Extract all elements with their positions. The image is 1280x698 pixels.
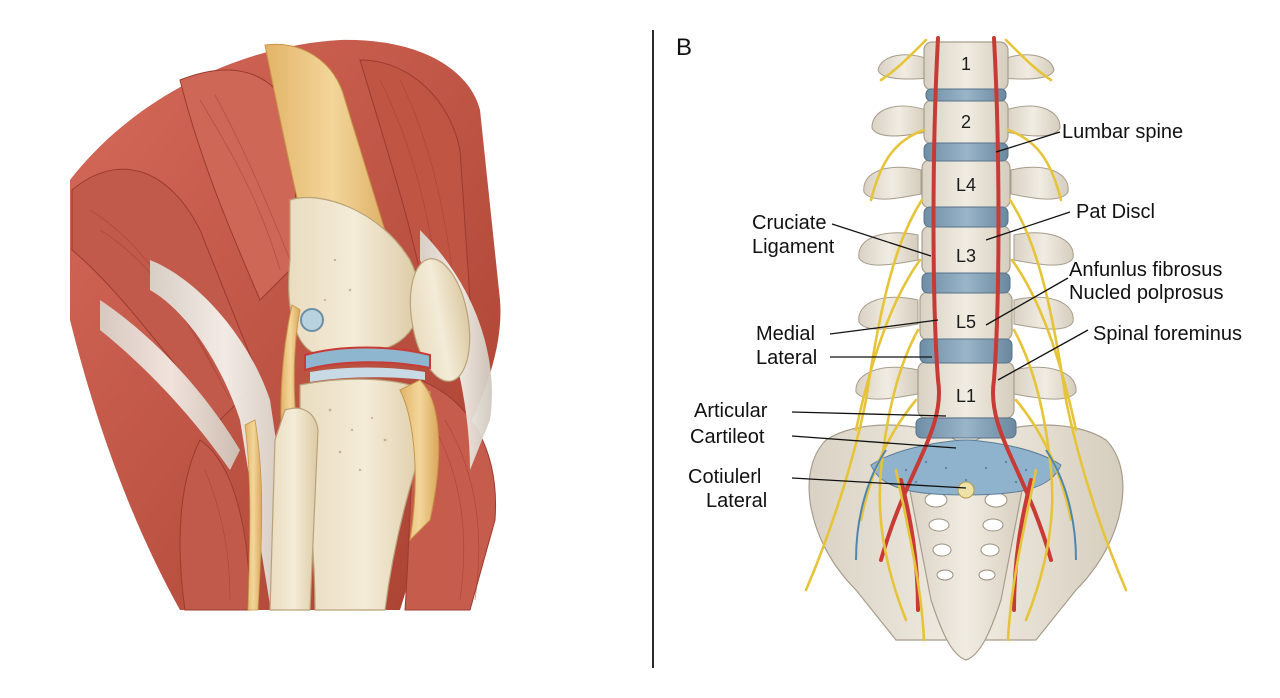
fibula [269, 407, 319, 611]
vertebra-label-l4: L4 [956, 175, 976, 195]
knee-illustration-panel [70, 39, 501, 611]
veins [855, 449, 1077, 561]
vertebra-label-2: 2 [961, 112, 971, 132]
label-pat-discl: Pat Discl [1076, 201, 1155, 223]
label-ligament: Ligament [752, 236, 835, 258]
label-cruciate: Cruciate [752, 212, 826, 234]
bone-texture [323, 258, 387, 472]
joint-meniscus [304, 346, 431, 372]
spine-diagram: B [676, 34, 1242, 661]
sacral-foramina [924, 492, 1008, 581]
transverse-processes [855, 54, 1077, 400]
iliotibial-band [150, 260, 300, 605]
rectus-femoris-muscle [179, 69, 301, 301]
label-cotiulerl: Cotiulerl [688, 466, 761, 488]
label-anfunlus-fibrosus: Anfunlus fibrosus [1069, 259, 1222, 281]
arteries [879, 36, 1053, 612]
patellar-ligament [399, 379, 440, 542]
vertebra-label-l1: L1 [956, 386, 976, 406]
panel-letter-b: B [676, 34, 692, 61]
patella [409, 258, 471, 382]
leader-lines [791, 131, 1089, 489]
intervertebral-disc [925, 88, 1007, 102]
intervertebral-disc [923, 142, 1009, 162]
nerves [804, 38, 1128, 642]
label-articular: Articular [694, 400, 768, 422]
tibialis-muscle [179, 439, 251, 611]
intervertebral-disc [923, 206, 1009, 228]
label-lateral-2: Lateral [706, 490, 767, 512]
knee-illustration [70, 39, 501, 611]
sacral-disc [870, 439, 1062, 496]
disc-texture [904, 460, 1028, 484]
label-spinal-foreminus: Spinal foreminus [1093, 323, 1242, 345]
label-nucled-polprosus: Nucled polprosus [1069, 282, 1224, 304]
vertebra-label-l3: L3 [956, 246, 976, 266]
spine-diagram-panel: B [656, 0, 1280, 698]
lateral-ligament-strand [244, 419, 263, 611]
label-lateral-1: Lateral [756, 347, 817, 369]
joint-cartilage [310, 367, 425, 382]
intervertebral-disc [919, 338, 1013, 364]
vertebra-label-1: 1 [961, 54, 971, 74]
intervertebral-disc [915, 417, 1017, 439]
vertebra-label-l5: L5 [956, 312, 976, 332]
intervertebral-disc [921, 272, 1011, 294]
label-medial: Medial [756, 323, 815, 345]
panel-divider [652, 30, 654, 668]
ligament-attachment [300, 308, 324, 332]
label-lumbar-spine: Lumbar spine [1062, 121, 1183, 143]
nucleus-marker [957, 481, 975, 499]
medial-tendon [100, 300, 240, 470]
label-cartileot: Cartileot [690, 426, 765, 448]
